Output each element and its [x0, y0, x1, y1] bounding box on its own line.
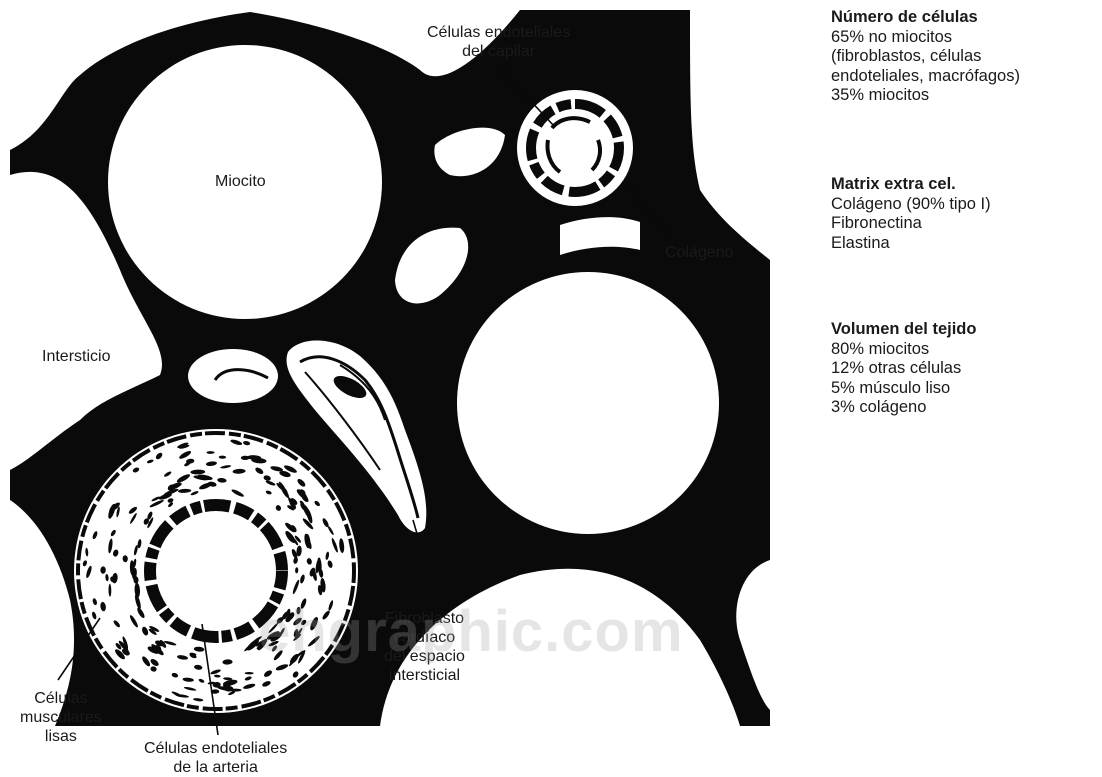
- smooth-muscle-label: Células musculares lisas: [20, 689, 102, 746]
- myocyte-label: Miocito: [215, 172, 266, 191]
- cell-number-title: Número de células: [831, 8, 1020, 28]
- matrix-line: Elastina: [831, 234, 991, 254]
- matrix-block: Matrix extra cel. Colágeno (90% tipo I) …: [831, 175, 991, 253]
- cell-number-block: Número de células 65% no miocitos (fibro…: [831, 8, 1020, 106]
- tissue-volume-line: 80% miocitos: [831, 340, 976, 360]
- cell-number-line: endoteliales, macrófagos): [831, 67, 1020, 87]
- cell-number-line: 35% miocitos: [831, 86, 1020, 106]
- cell-number-line: 65% no miocitos: [831, 28, 1020, 48]
- tissue-volume-line: 5% músculo liso: [831, 379, 976, 399]
- myocyte-cell-right: [457, 272, 719, 534]
- matrix-line: Colágeno (90% tipo I): [831, 195, 991, 215]
- cell-number-line: (fibroblastos, células: [831, 47, 1020, 67]
- artery-endothelial-label: Células endoteliales de la arteria: [144, 739, 287, 777]
- tissue-volume-block: Volumen del tejido 80% miocitos 12% otra…: [831, 320, 976, 418]
- interstitium-label: Intersticio: [42, 347, 110, 366]
- capillary-endothelial-label: Células endoteliales del capilar: [427, 23, 570, 61]
- watermark: ehgraphic.com: [258, 598, 684, 665]
- artery-lumen: [160, 515, 272, 627]
- collagen-label: Colágeno: [665, 243, 734, 262]
- smooth-muscle-cell: [228, 689, 241, 692]
- matrix-title: Matrix extra cel.: [831, 175, 991, 195]
- tissue-volume-title: Volumen del tejido: [831, 320, 976, 340]
- tissue-volume-line: 12% otras células: [831, 359, 976, 379]
- tissue-volume-line: 3% colágeno: [831, 398, 976, 418]
- matrix-line: Fibronectina: [831, 214, 991, 234]
